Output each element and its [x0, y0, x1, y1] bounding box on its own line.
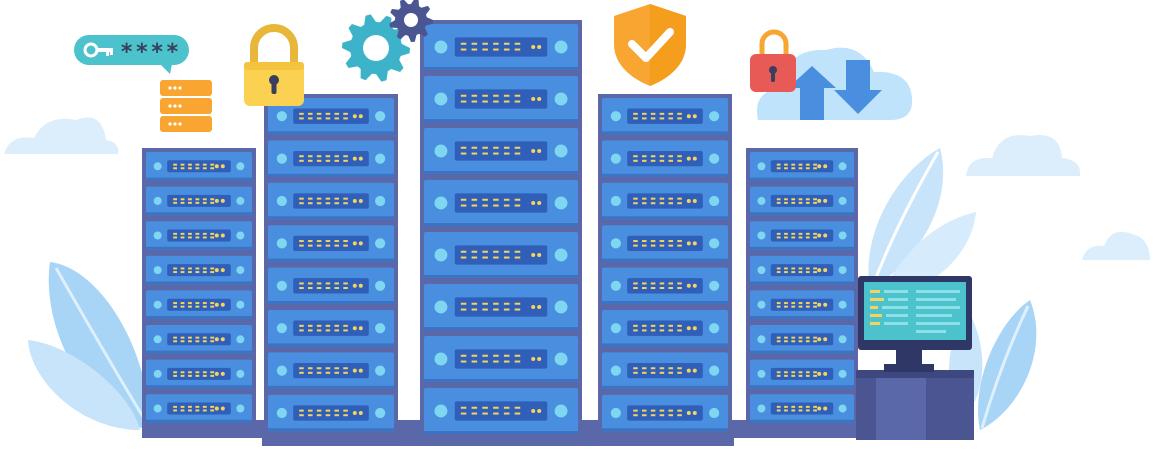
server-unit — [268, 98, 394, 135]
server-unit — [424, 388, 578, 434]
server-unit — [268, 140, 394, 177]
server-unit — [602, 352, 728, 389]
monitor-icon — [856, 276, 974, 440]
cloud-sync-icon — [750, 29, 913, 120]
server-unit — [268, 394, 394, 432]
server-unit — [146, 394, 252, 423]
server-unit — [146, 221, 252, 250]
server-unit — [750, 221, 854, 250]
cloud-right-small — [1082, 231, 1150, 260]
server-unit — [750, 255, 854, 285]
server-unit — [750, 325, 854, 354]
leaves-left — [28, 262, 152, 430]
server-unit — [424, 180, 578, 226]
server-unit — [146, 152, 252, 181]
gear-icon — [342, 0, 433, 82]
server-unit — [268, 182, 394, 220]
server-unit — [750, 152, 854, 181]
key-icon — [83, 42, 113, 58]
server-unit — [146, 359, 252, 389]
background-clouds — [4, 117, 1150, 260]
server-unit — [602, 98, 728, 135]
cloud-right — [966, 134, 1081, 176]
server-unit — [146, 255, 252, 285]
database-icon — [160, 80, 212, 132]
server-unit — [424, 76, 578, 122]
server-unit — [750, 359, 854, 389]
server-unit — [602, 140, 728, 177]
server-unit — [424, 232, 578, 278]
server-racks — [142, 20, 858, 446]
leaf-left-small — [28, 340, 140, 430]
server-unit — [602, 225, 728, 262]
server-unit — [750, 290, 854, 319]
server-unit — [268, 310, 394, 347]
password-bubble: **** — [74, 35, 189, 74]
shield-check-icon — [614, 4, 686, 86]
server-unit — [602, 182, 728, 220]
server-unit — [424, 128, 578, 174]
password-mask-text: **** — [120, 40, 181, 65]
server-unit — [602, 310, 728, 347]
server-unit — [268, 267, 394, 304]
server-unit — [424, 24, 578, 70]
server-unit — [750, 186, 854, 216]
padlock-icon — [244, 24, 304, 106]
server-unit — [750, 394, 854, 423]
server-unit — [602, 394, 728, 432]
server-unit — [146, 290, 252, 319]
red-padlock-icon — [750, 29, 796, 92]
server-unit — [424, 284, 578, 330]
cloud-left — [4, 117, 119, 154]
server-unit — [146, 325, 252, 354]
server-unit — [146, 186, 252, 216]
server-unit — [602, 267, 728, 304]
server-unit — [268, 225, 394, 262]
server-unit — [424, 336, 578, 382]
server-unit — [268, 352, 394, 389]
